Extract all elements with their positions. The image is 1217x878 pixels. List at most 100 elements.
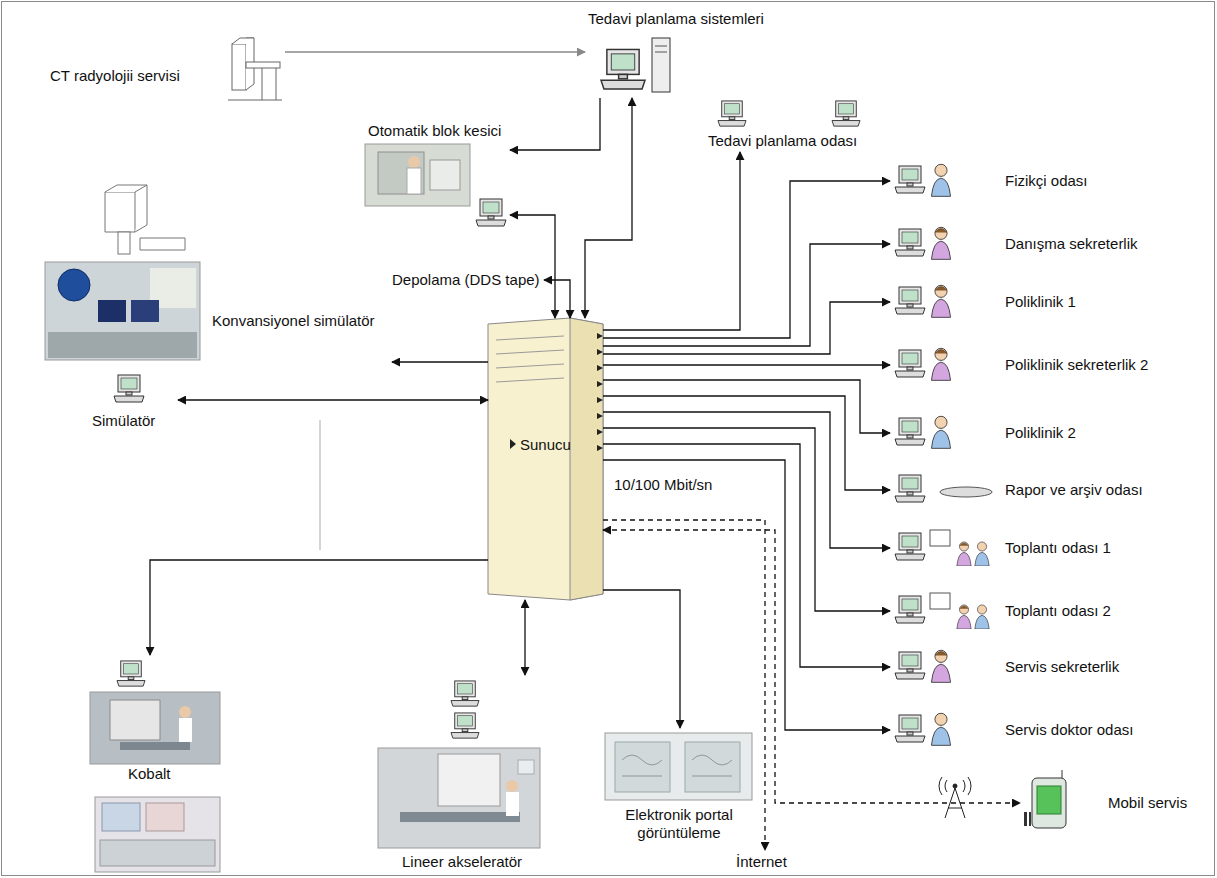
- illustration-part: [179, 718, 192, 742]
- illustration-part: [895, 166, 925, 193]
- illustration-part: [652, 38, 670, 92]
- illustration-part: [438, 754, 500, 806]
- node-label: Simülatör: [92, 412, 155, 430]
- workstation-node: Simülatör: [80, 372, 178, 436]
- illustration-part: [98, 300, 126, 322]
- illustration-part: [615, 742, 670, 792]
- illustration-part: [518, 760, 534, 774]
- illustration-part: [407, 168, 421, 194]
- node-label: Servis sekreterlik: [1005, 658, 1119, 676]
- illustration-part: [895, 715, 925, 742]
- illustration-part: [100, 840, 215, 866]
- illustration-part: [451, 681, 479, 706]
- server-tower: [488, 318, 603, 600]
- illustration-part: [1032, 778, 1066, 828]
- block-cutter-photo: [365, 144, 506, 226]
- illustration-part: [506, 792, 519, 816]
- network-link: [285, 51, 585, 52]
- network-link: [603, 530, 1020, 803]
- network-link: [524, 600, 525, 675]
- illustration-part: [931, 164, 950, 196]
- node-label: Tedavi planlama odası: [708, 132, 857, 150]
- device-node: Konvansiyonel simülatör: [40, 236, 392, 368]
- illustration-part: [496, 336, 564, 382]
- room-node: Fizikçi odası: [890, 159, 1092, 203]
- illustration-part: [48, 332, 197, 358]
- network-link: [603, 460, 890, 730]
- cobalt-unit-illustration: [90, 661, 220, 872]
- bandwidth-label: 10/100 Mbit/sn: [612, 476, 714, 494]
- illustration-part: [931, 348, 950, 380]
- illustration-part: [378, 152, 424, 194]
- node-label: Tedavi planlama sistemleri: [588, 10, 764, 28]
- node-label: Toplantı odası 1: [1005, 539, 1111, 557]
- room-node: Poliklinik 2: [890, 411, 1090, 455]
- node-label: Rapor ve arşiv odası: [1005, 481, 1143, 499]
- node-label: İnternet: [736, 853, 787, 871]
- illustration-part: [895, 287, 925, 314]
- illustration-part: [930, 593, 950, 609]
- room-node: Servis doktor odası: [890, 708, 1138, 752]
- illustration-part: [378, 748, 540, 848]
- illustration-part: [930, 530, 950, 546]
- illustration-part: [931, 416, 950, 448]
- illustration-part: [655, 52, 667, 53]
- node-label: Konvansiyonel simülatör: [212, 312, 375, 330]
- illustration-part: [140, 238, 185, 250]
- illustration-part: [510, 439, 516, 449]
- network-link: [603, 380, 890, 433]
- room-icons: [895, 164, 992, 745]
- server-box: Sunucu: [488, 318, 603, 600]
- illustration-part: [1029, 812, 1031, 826]
- illustration-part: [570, 318, 603, 600]
- simulator-gantry-icon: [105, 185, 185, 254]
- portal-imaging-picture: [605, 733, 752, 800]
- illustration-part: [718, 101, 746, 126]
- network-link: [603, 412, 890, 548]
- node-label: Mobil servis: [1108, 794, 1187, 812]
- node-label: Poliklinik 1: [1005, 293, 1076, 311]
- illustration-part: [117, 661, 145, 686]
- node-label: Toplantı odası 2: [1005, 602, 1111, 620]
- illustration-part: [939, 777, 971, 795]
- room-node: Poliklinik sekreterlik 2: [890, 343, 1153, 387]
- node-label: Kobalt: [128, 765, 171, 783]
- node-label: Otomatik blok kesici: [368, 122, 501, 140]
- illustration-part: [975, 542, 989, 566]
- illustration-part: [105, 192, 135, 232]
- illustration-part: [940, 487, 992, 497]
- illustration-part: [451, 713, 479, 738]
- workstation-node: Tedavi planlama sistemleri: [585, 8, 775, 98]
- network-link: [178, 399, 488, 400]
- illustration-part: [95, 797, 220, 872]
- illustration-part: [102, 803, 140, 831]
- illustration-part: [931, 227, 950, 259]
- linac-illustration: [378, 681, 540, 848]
- illustration-part: [276, 68, 277, 100]
- network-link: [603, 444, 890, 667]
- device-node: Kobalt: [88, 655, 224, 792]
- ct-scanner-icon: [228, 38, 282, 100]
- illustration-part: [179, 706, 191, 718]
- illustration-part: [262, 68, 263, 100]
- illustration-part: [895, 350, 925, 377]
- illustration-part: [931, 650, 950, 682]
- illustration-part: [957, 542, 971, 566]
- room-node: Toplantı odası 2: [890, 589, 1115, 633]
- network-node: İnternet: [722, 850, 807, 874]
- network-link: [392, 361, 488, 362]
- illustration-part: [605, 733, 752, 800]
- illustration-part: [90, 692, 220, 764]
- illustration-part: [105, 185, 147, 192]
- network-link: [544, 280, 570, 318]
- illustration-part: [488, 318, 603, 600]
- device-node: Lineer akseleratör: [372, 675, 545, 875]
- illustration-part: [931, 285, 950, 317]
- room-node: Poliklinik 1: [890, 280, 1090, 324]
- network-link: [603, 302, 890, 354]
- node-label: Elektronik portal görüntüleme: [604, 806, 754, 842]
- room-node: Rapor ve arşiv odası: [890, 468, 1147, 512]
- network-link: [150, 560, 488, 655]
